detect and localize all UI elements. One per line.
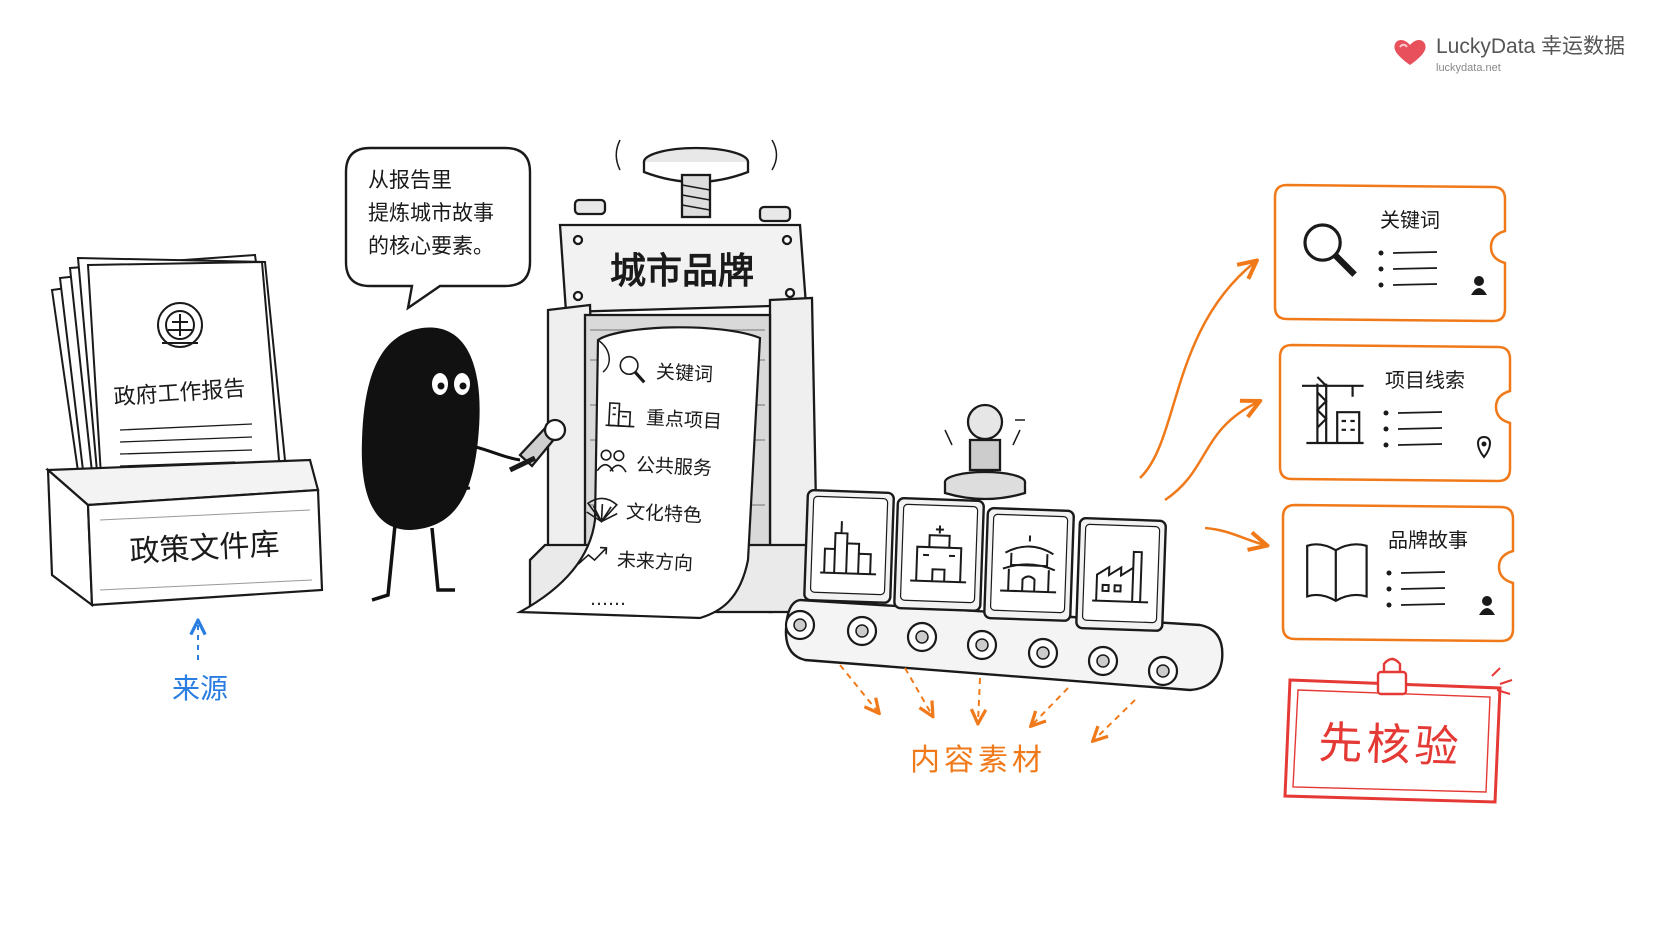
roller [784,609,816,641]
magnifier-icon [1303,223,1357,277]
scroll-ellipsis: …… [590,589,626,610]
pavilion-icon [1000,535,1057,594]
scroll-item: 文化特色 [586,497,702,527]
conveyor-tile [983,507,1075,622]
library-label: 政策文件库 [129,527,281,570]
material-label: 内容素材 [910,743,1046,778]
policy-library-box [45,458,324,608]
speech-line-3: 的核心要素。 [368,234,494,258]
roller [846,615,878,647]
scroll-item-label: 文化特色 [625,501,702,527]
roller [1087,645,1119,677]
brand-name: LuckyData 幸运数据 [1436,35,1626,58]
brand-url: luckydata.net [1436,62,1501,74]
person-icon [1479,596,1495,615]
verify-label: 先核验 [1318,718,1464,774]
output-card: 品牌故事 [1281,503,1515,643]
heart-logo-icon [1394,40,1426,65]
output-card: 项目线索 [1278,343,1512,483]
factory-icon [1092,550,1149,604]
report-cover [86,260,284,510]
roller [1147,655,1179,687]
verify-stamp [1283,657,1513,804]
source-label: 来源 [172,672,228,705]
scroll-item-label: 公共服务 [635,454,712,480]
speech-bubble [344,146,532,311]
scroll-item-label: 重点项目 [645,407,722,433]
lock-icon [1376,657,1408,696]
buildings-icon [605,402,635,428]
fan-icon [586,497,618,523]
conveyor-tile [893,497,985,612]
card-title: 品牌故事 [1388,528,1468,552]
speech-line-2: 提炼城市故事 [368,201,494,225]
stamp-icon [943,403,1027,501]
hospital-icon [910,525,967,584]
person-icon [1471,276,1487,295]
speech-line-1: 从报告里 [368,168,452,192]
roller [1027,637,1059,669]
card-title: 关键词 [1380,208,1440,232]
scroll-item-label: 未来方向 [616,549,693,575]
scroll-item-label: 关键词 [655,361,713,386]
location-pin-icon [1477,435,1491,459]
scroll-paper [515,326,762,620]
conveyor-tiles [803,489,1167,632]
document-stack [50,253,290,522]
scroll-item: 关键词 [619,355,714,386]
conveyor-tile [803,489,895,604]
output-card: 关键词 [1273,183,1507,323]
card-title: 项目线索 [1385,368,1465,392]
skyline-icon [820,521,877,576]
magnifier-icon [619,355,646,384]
scroll-item: 未来方向 [577,546,693,575]
roller [966,629,998,661]
material-arrows [839,664,1136,740]
character [361,327,521,602]
roller [906,621,938,653]
trend-arrow-icon [577,546,608,565]
conveyor-rollers [784,609,1179,687]
crane-building-icon [1302,376,1364,445]
scroll-item: 公共服务 [596,449,712,480]
brand-logo: LuckyData 幸运数据 luckydata.net [1392,30,1625,74]
output-arrows [1139,262,1265,545]
scroll-item: 重点项目 [605,402,722,433]
emblem-icon [157,302,203,348]
machine-title: 城市品牌 [610,250,754,292]
people-icon [596,449,627,473]
conveyor-tile [1075,517,1167,632]
open-book-icon [1306,543,1368,603]
